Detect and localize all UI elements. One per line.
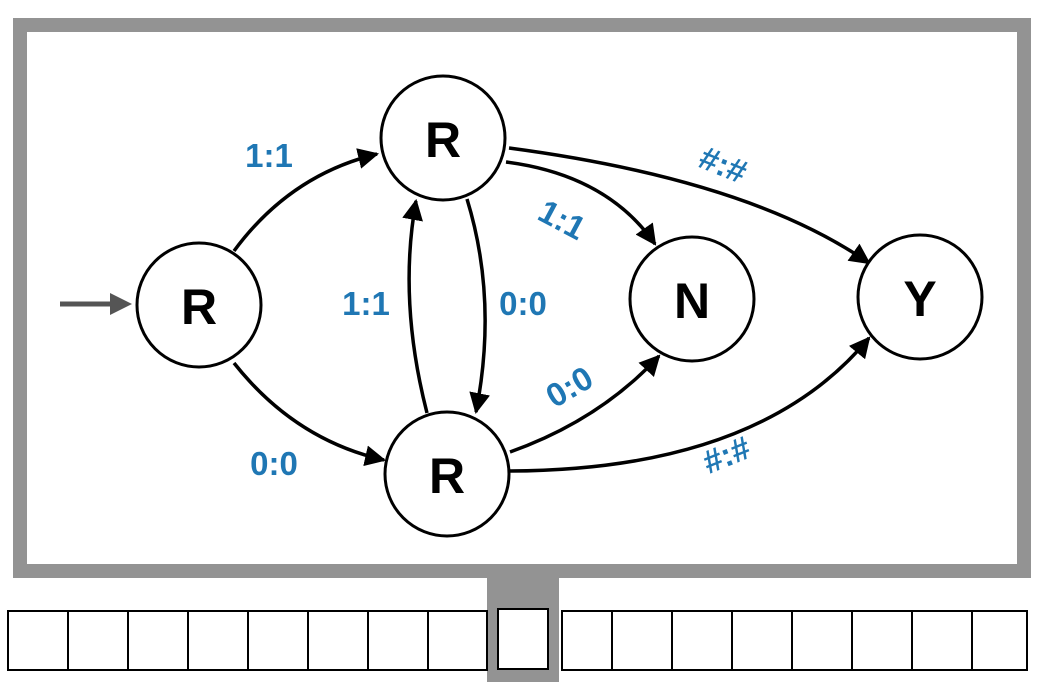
tape-cell — [127, 610, 189, 671]
edge-bottom-to-reject — [509, 354, 661, 454]
state-accept: Y — [856, 233, 984, 361]
edge-top-to-reject — [505, 160, 657, 246]
edge-bottom-to-top — [402, 198, 429, 414]
tape-cell — [671, 610, 733, 671]
tape-cell — [911, 610, 973, 671]
edge-top-to-accept — [508, 146, 871, 265]
edge-top-to-bottom — [465, 198, 490, 415]
state-start-label: R — [181, 279, 217, 335]
tape-cell — [791, 610, 853, 671]
tape-head-cell — [497, 608, 549, 670]
tape-cell — [247, 610, 309, 671]
tape-cell — [67, 610, 129, 671]
tape-cell — [187, 610, 249, 671]
tape-cell — [611, 610, 673, 671]
start-arrowhead — [110, 293, 132, 315]
tape-cell — [731, 610, 793, 671]
edge-label-top-to-bottom: 0:0 — [499, 285, 547, 322]
tape-cell — [7, 610, 69, 671]
edge-bottom-to-accept — [509, 336, 871, 473]
tape — [7, 608, 1028, 671]
state-start: R — [135, 241, 263, 369]
tape-cell — [851, 610, 913, 671]
edge-label-start-to-top: 1:1 — [245, 137, 293, 174]
edge-label-start-to-bottom: 0:0 — [250, 445, 298, 482]
tape-cell — [427, 610, 488, 671]
state-reject-label: N — [674, 273, 710, 329]
state-top-label: R — [425, 112, 461, 168]
tape-cell — [561, 610, 613, 671]
tape-cell — [307, 610, 369, 671]
state-top: R — [379, 74, 507, 202]
state-accept-label: Y — [903, 271, 936, 327]
edge-start-to-top — [232, 148, 380, 253]
edge-label-bottom-to-top: 1:1 — [342, 285, 390, 322]
tape-cell — [971, 610, 1028, 671]
state-reject: N — [628, 235, 756, 363]
edge-start-to-bottom — [232, 361, 387, 467]
state-bottom: R — [383, 410, 511, 538]
state-bottom-label: R — [429, 448, 465, 504]
tape-cell — [367, 610, 429, 671]
